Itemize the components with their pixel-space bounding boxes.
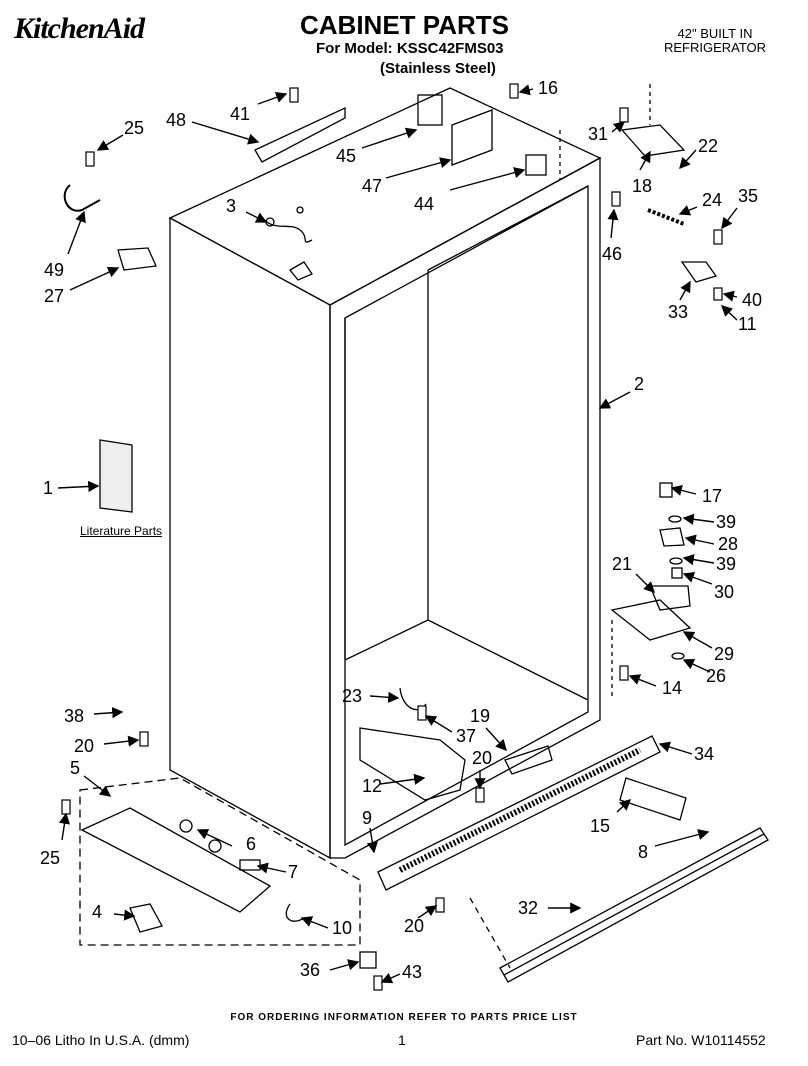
callout-8: 8 (638, 842, 649, 862)
page-number: 1 (398, 1032, 406, 1048)
callout-29: 29 (714, 644, 735, 664)
callout-20c: 20 (404, 916, 425, 936)
callout-25a: 25 (124, 118, 145, 138)
callout-11: 11 (738, 314, 757, 334)
callout-33: 33 (668, 302, 689, 322)
callout-34: 34 (694, 744, 715, 764)
callout-7: 7 (288, 862, 299, 882)
callout-19: 19 (470, 706, 491, 726)
callout-12: 12 (362, 776, 383, 796)
finish-line: (Stainless Steel) (380, 60, 496, 77)
callout-17: 17 (702, 486, 723, 506)
brand-logo: KitchenAid (14, 12, 145, 45)
callout-39b: 39 (716, 554, 737, 574)
callout-5: 5 (70, 758, 81, 778)
callout-36: 36 (300, 960, 321, 980)
callout-49: 49 (44, 260, 65, 280)
callout-16: 16 (538, 78, 559, 98)
literature-parts-label: Literature Parts (80, 524, 163, 538)
callout-30: 30 (714, 582, 735, 602)
callout-10: 10 (332, 918, 353, 938)
callout-9: 9 (362, 808, 373, 828)
callout-20a: 20 (74, 736, 95, 756)
callout-2: 2 (634, 374, 645, 394)
callout-3: 3 (226, 196, 237, 216)
cabinet-front-frame (329, 156, 601, 859)
callout-40: 40 (742, 290, 763, 310)
literature-booklet (99, 439, 133, 513)
callout-37: 37 (456, 726, 477, 746)
ordering-note: FOR ORDERING INFORMATION REFER TO PARTS … (230, 1012, 578, 1023)
page-title: CABINET PARTS (300, 10, 509, 40)
callout-28: 28 (718, 534, 739, 554)
callout-38: 38 (64, 706, 85, 726)
callout-14: 14 (662, 678, 683, 698)
part-number: Part No. W10114552 (636, 1032, 766, 1048)
callout-4: 4 (92, 902, 103, 922)
callout-45: 45 (336, 146, 357, 166)
callout-20b: 20 (472, 748, 493, 768)
callout-22: 22 (698, 136, 719, 156)
product-line-1: 42" BUILT IN (677, 26, 753, 41)
callout-25b: 25 (40, 848, 61, 868)
callout-18: 18 (632, 176, 653, 196)
callout-48: 48 (166, 110, 187, 130)
callout-1: 1 (43, 478, 54, 498)
callout-35: 35 (738, 186, 759, 206)
callout-39a: 39 (716, 512, 737, 532)
cabinet-left-side (169, 216, 331, 860)
callout-31: 31 (588, 124, 609, 144)
callout-23: 23 (342, 686, 363, 706)
callout-44: 44 (414, 194, 435, 214)
model-line: For Model: KSSC42FMS03 (316, 40, 504, 57)
product-line-2: REFRIGERATOR (663, 40, 767, 55)
callout-26: 26 (706, 666, 727, 686)
callout-41: 41 (230, 104, 251, 124)
litho-note: 10–06 Litho In U.S.A. (dmm) (12, 1032, 190, 1048)
callout-21: 21 (612, 554, 633, 574)
callout-27: 27 (44, 286, 65, 306)
callout-46: 46 (602, 244, 623, 264)
callout-6: 6 (246, 834, 257, 854)
callout-32: 32 (518, 898, 539, 918)
callout-24: 24 (702, 190, 723, 210)
callout-15: 15 (590, 816, 611, 836)
callout-43: 43 (402, 962, 423, 982)
callout-47: 47 (362, 176, 383, 196)
product-type: 42" BUILT IN REFRIGERATOR (650, 27, 780, 55)
